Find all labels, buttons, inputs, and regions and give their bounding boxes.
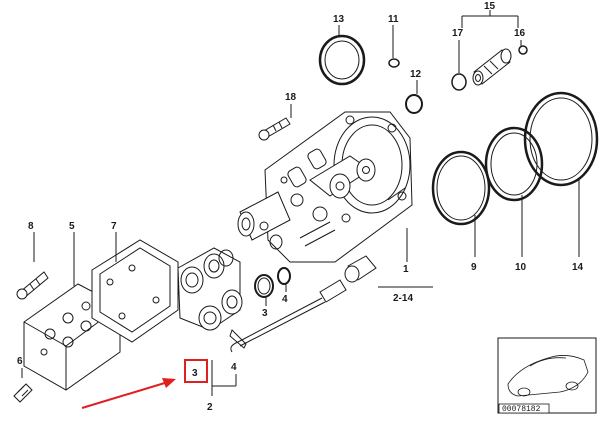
callout-11: 11 <box>388 14 399 25</box>
callout-13: 13 <box>333 14 345 25</box>
callout-16: 16 <box>514 28 526 39</box>
part-3-oring <box>254 274 274 306</box>
callout-3: 3 <box>192 368 198 379</box>
callout-12: 12 <box>410 69 422 80</box>
callout-17: 17 <box>452 28 464 39</box>
part-16-oring <box>518 40 528 55</box>
callout-9: 9 <box>471 262 477 273</box>
pressure-sensor <box>230 255 377 353</box>
part-1-housing <box>237 111 413 263</box>
callout-14: 14 <box>572 262 584 273</box>
part-10-ring <box>484 126 544 257</box>
diagram-id: 00078182 <box>502 405 541 414</box>
callout-4: 4 <box>231 362 237 373</box>
part-15-bracket <box>461 10 519 28</box>
part-14-oring <box>523 91 599 257</box>
part-11-oring <box>388 25 400 68</box>
part-4-oring <box>277 267 291 292</box>
part-12-oring <box>405 80 423 114</box>
callout-4-oring: 4 <box>282 294 288 305</box>
part-2-valve-body <box>177 247 247 396</box>
part-8-bolt <box>16 232 49 300</box>
red-arrow-icon <box>81 378 176 409</box>
part-9-oring <box>431 150 491 257</box>
car-thumbnail-icon: 00078182 <box>497 337 597 414</box>
callout-6: 6 <box>17 356 23 367</box>
callout-3-oring: 3 <box>262 308 268 319</box>
callout-15: 15 <box>484 1 496 12</box>
callout-7: 7 <box>111 221 117 232</box>
callout-1: 1 <box>403 264 409 275</box>
callout-5: 5 <box>69 221 75 232</box>
part-18-bolt <box>258 104 292 141</box>
part-7-gasket <box>91 232 179 343</box>
part-17-oring <box>451 40 467 91</box>
callout-2-14: 2-14 <box>393 293 413 304</box>
callout-10: 10 <box>515 262 527 273</box>
callout-2: 2 <box>207 402 213 413</box>
leader-3-4 <box>212 374 237 387</box>
callout-8: 8 <box>28 221 34 232</box>
part-15-valve <box>472 48 512 86</box>
part-13-oring <box>318 25 366 86</box>
part-6-screw <box>13 368 33 403</box>
highlight-box <box>184 359 208 383</box>
callout-18: 18 <box>285 92 297 103</box>
